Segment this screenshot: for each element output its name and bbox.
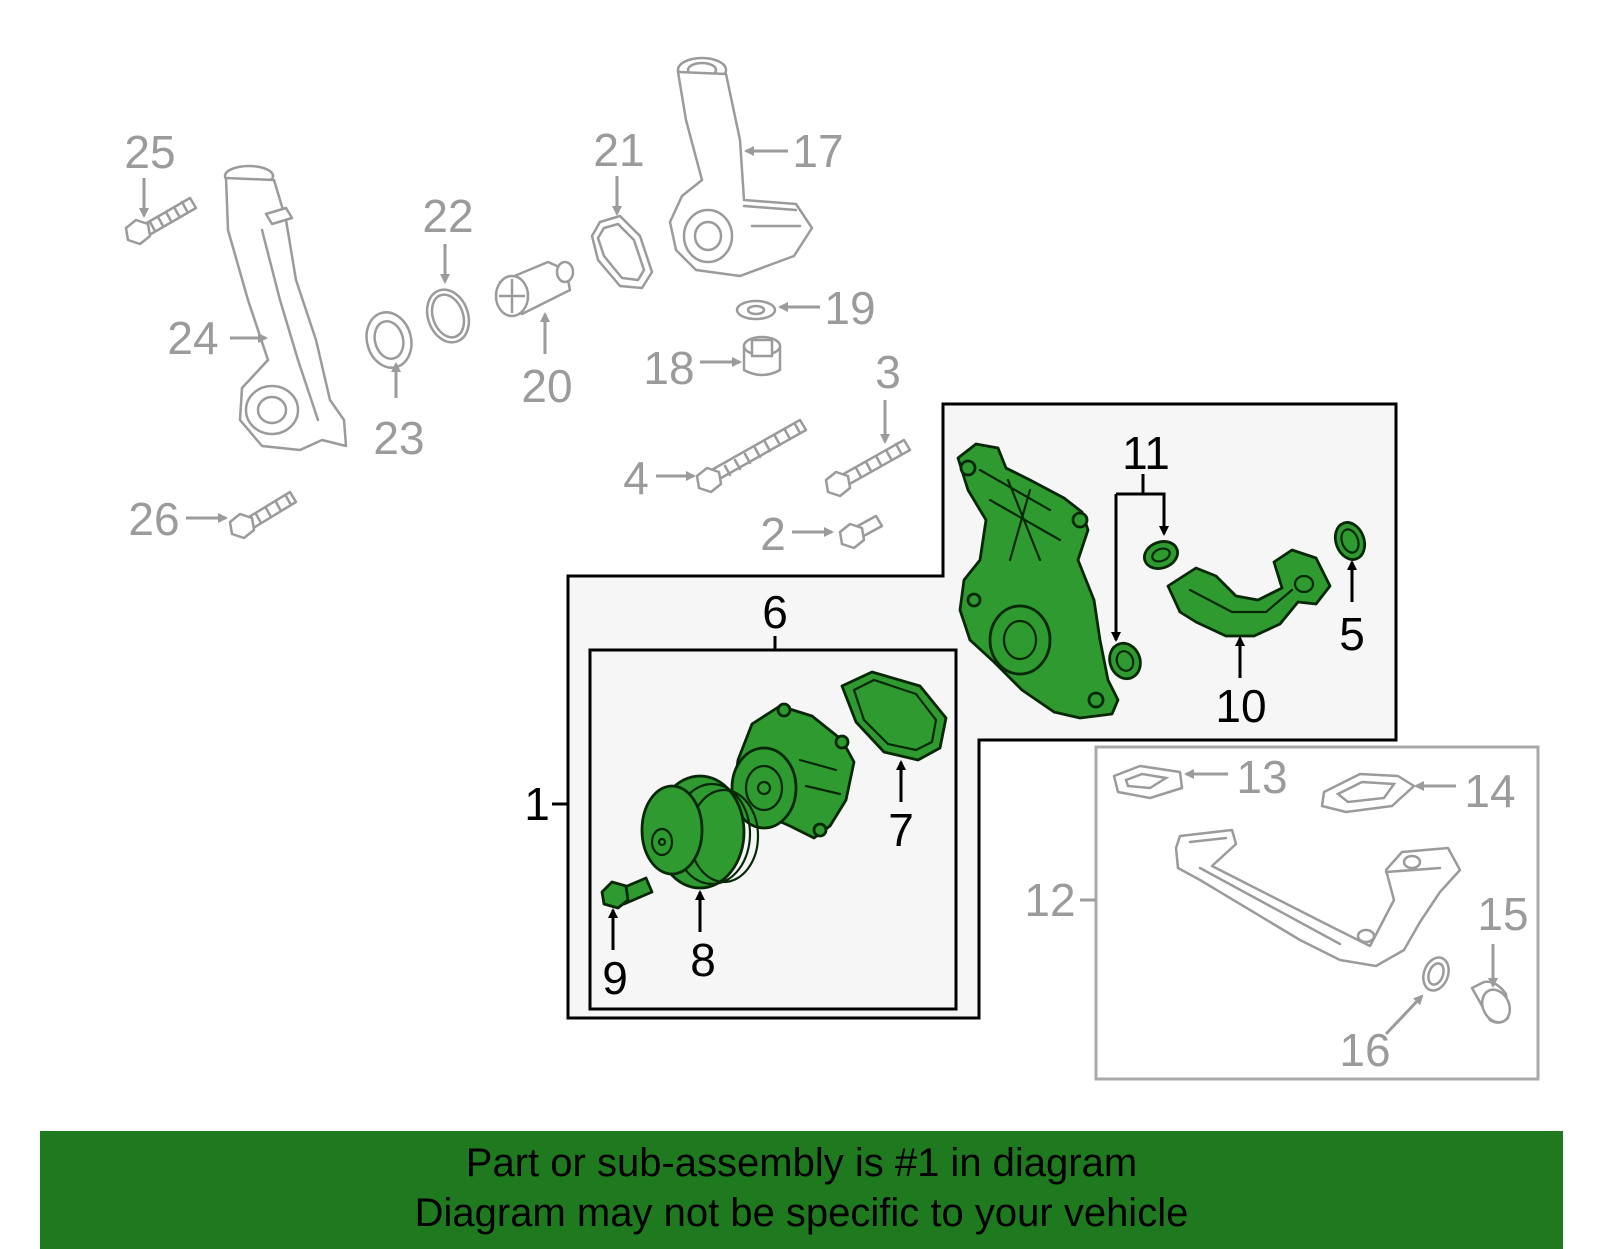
callout-4: 4 (623, 452, 649, 504)
callout-6: 6 (762, 586, 788, 638)
part-15-plug (1470, 980, 1512, 1024)
part-10-coolant-pipe (1166, 548, 1332, 638)
part-3-bolt (824, 438, 912, 498)
banner-line-2: Diagram may not be specific to your vehi… (414, 1191, 1189, 1235)
callout-18: 18 (643, 342, 694, 394)
callout-15: 15 (1477, 888, 1528, 940)
part-14-gasket (1320, 772, 1416, 814)
callout-1: 1 (524, 778, 550, 830)
part-18-plug (742, 335, 782, 377)
callout-16: 16 (1339, 1024, 1390, 1076)
part-16-o-ring (1422, 956, 1450, 992)
part-20-thermostat (494, 260, 575, 318)
arrow-16 (1384, 994, 1424, 1036)
part-25-bolt (124, 196, 198, 246)
part-front-cover (956, 442, 1120, 720)
callout-21: 21 (593, 124, 644, 176)
callout-9: 9 (602, 952, 628, 1004)
callout-23: 23 (373, 412, 424, 464)
callout-20: 20 (521, 360, 572, 412)
callout-22: 22 (422, 190, 473, 242)
part-7-gasket (840, 670, 948, 762)
callout-2: 2 (760, 508, 786, 560)
callout-10: 10 (1215, 680, 1266, 732)
callout-13: 13 (1236, 751, 1287, 803)
callout-26: 26 (128, 493, 179, 545)
callout-17: 17 (792, 125, 843, 177)
part-21-gasket (590, 214, 654, 290)
part-4-bolt (695, 418, 808, 494)
part-23-seal (365, 311, 413, 369)
part-22-o-ring (425, 288, 471, 344)
callout-24: 24 (167, 312, 218, 364)
part-26-bolt (228, 490, 298, 540)
part-11-seal-upper (1143, 540, 1179, 570)
part-8-pulley (640, 774, 760, 890)
callout-3: 3 (875, 346, 901, 398)
callout-25: 25 (124, 126, 175, 178)
assembly-12-outline (1094, 745, 1540, 1081)
callout-11: 11 (1122, 427, 1170, 479)
part-24-coolant-duct (223, 164, 348, 452)
part-19-washer (735, 299, 777, 321)
banner-line-1: Part or sub-assembly is #1 in diagram (465, 1141, 1138, 1185)
callout-5: 5 (1339, 608, 1365, 660)
part-water-pump-body (730, 702, 856, 840)
callout-19: 19 (824, 282, 875, 334)
part-12-pipe-assembly (1174, 828, 1462, 968)
part-5-o-ring (1333, 521, 1367, 561)
callout-14: 14 (1464, 765, 1515, 817)
part-13-gasket (1112, 764, 1184, 800)
callout-8: 8 (690, 934, 716, 986)
part-2-bolt (838, 514, 884, 550)
callout-12: 12 (1024, 874, 1075, 926)
part-17-coolant-outlet-housing (668, 56, 814, 278)
part-9-bolt (600, 876, 654, 910)
callout-7: 7 (888, 804, 914, 856)
info-banner: Part or sub-assembly is #1 in diagram Di… (40, 1131, 1563, 1249)
